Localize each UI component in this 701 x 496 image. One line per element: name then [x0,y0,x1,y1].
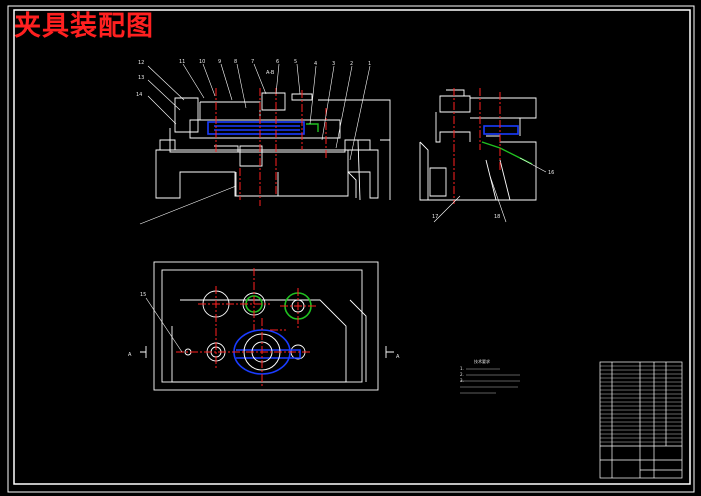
side-view [419,89,537,201]
plan-view-centerlines [176,268,316,386]
label-17: 17 [432,214,438,220]
title-block [599,361,683,479]
label-12: 12 [138,60,144,66]
label-15: 15 [140,292,146,298]
label-5: 5 [294,59,297,65]
label-9: 9 [218,59,221,65]
outer-border [7,5,695,493]
inner-border [13,9,691,485]
section-mark-a-left: A [128,352,132,358]
tech-req-line-1: 1. [460,366,464,371]
front-view-leaders [139,63,371,225]
label-11: 11 [179,59,185,65]
label-1: 1 [368,61,371,67]
label-7: 7 [251,59,254,65]
side-view-part-labels: 17 18 16 [432,170,554,220]
tech-requirements-heading: 技术要求 [474,358,490,364]
side-view-blue-part [483,125,519,135]
label-4: 4 [314,61,317,67]
section-mark-ab: A-B [266,70,275,76]
side-view-leaders [433,157,547,223]
front-view [155,92,391,201]
label-14: 14 [136,92,142,98]
drawing-title: 夹具装配图 [14,11,154,42]
tech-requirements: 技术要求 1. 2. 3. [460,358,520,394]
label-8: 8 [234,59,237,65]
label-3: 3 [332,61,335,67]
label-10: 10 [199,59,205,65]
plan-view-leaders [145,297,183,353]
label-13: 13 [138,75,144,81]
plan-view-white-parts [243,299,305,371]
plan-view [140,261,394,391]
label-6: 6 [276,59,279,65]
tech-req-line-2: 2. [460,372,464,377]
front-view-centerlines [215,88,327,206]
label-16: 16 [548,170,554,176]
section-mark-a-right: A [396,354,400,360]
label-18: 18 [494,214,500,220]
label-2: 2 [350,61,353,67]
tech-req-line-3: 3. [460,378,464,383]
side-view-centerlines [453,88,501,204]
front-view-blue-part [207,121,305,135]
plan-view-part-labels: 15 A A [128,292,400,360]
front-view-green-part [306,123,319,132]
front-view-part-labels: 12 13 14 11 10 9 8 7 6 5 4 3 2 1 A-B [136,59,371,98]
